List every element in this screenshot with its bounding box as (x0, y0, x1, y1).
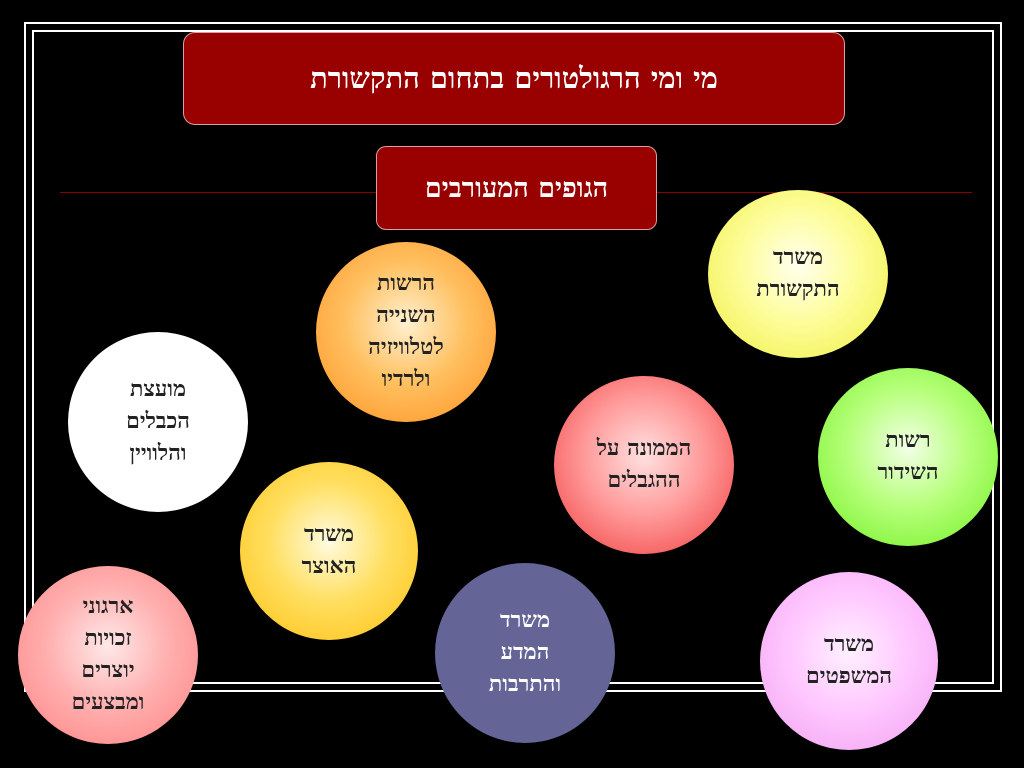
bubble-rights-organizations: ארגוני זכויות יוצרים ומבצעים (18, 566, 198, 744)
bubble-antitrust-commissioner: הממונה על ההגבלים (554, 376, 734, 554)
bubble-line: והתרבות (488, 670, 562, 697)
bubble-line: ההגבלים (607, 467, 681, 493)
bubble-line: ומבצעים (71, 688, 145, 715)
bubble-line: מועצת (129, 376, 187, 403)
bubble-line: הכבלים (126, 408, 190, 435)
bubble-line: והלוויין (129, 439, 187, 466)
bubble-line: השנייה (376, 302, 436, 329)
bubble-broadcasting-authority: רשות השידור (818, 368, 998, 546)
bubble-line: האוצר (301, 553, 357, 579)
bubble-line: יוצרים (81, 657, 135, 683)
bubble-line: הממונה על (596, 435, 692, 462)
bubble-line: ארגוני (82, 593, 134, 620)
subtitle-box: הגופים המעורבים (376, 146, 657, 230)
bubble-line: הרשות (376, 270, 436, 297)
bubble-line: משרד (823, 631, 874, 658)
bubble-line: התקשורת (756, 276, 840, 302)
bubble-line: ולרדיו (381, 365, 431, 392)
bubble-line: המשפטים (805, 663, 893, 689)
bubble-line: משרד (303, 521, 354, 548)
bubble-line: לטלוויזיה (368, 334, 444, 360)
page-title: מי ומי הרגולטורים בתחום התקשורת (310, 61, 718, 95)
bubble-line: משרד (772, 244, 823, 271)
bubble-second-authority: הרשות השנייה לטלוויזיה ולרדיו (316, 242, 496, 422)
bubble-line: השידור (877, 459, 939, 485)
bubble-cable-council: מועצת הכבלים והלוויין (68, 332, 248, 512)
bubble-finance-ministry: משרד האוצר (240, 462, 418, 640)
bubble-line: משרד (499, 607, 550, 634)
title-box: מי ומי הרגולטורים בתחום התקשורת (183, 32, 845, 125)
bubble-communications-ministry: משרד התקשורת (708, 190, 888, 358)
bubble-line: המדע (500, 639, 550, 666)
bubble-science-ministry: משרד המדע והתרבות (435, 563, 615, 743)
bubble-justice-ministry: משרד המשפטים (760, 572, 938, 750)
bubble-line: רשות (885, 427, 931, 454)
page-subtitle: הגופים המעורבים (424, 172, 609, 204)
bubble-line: זכויות (84, 625, 132, 652)
